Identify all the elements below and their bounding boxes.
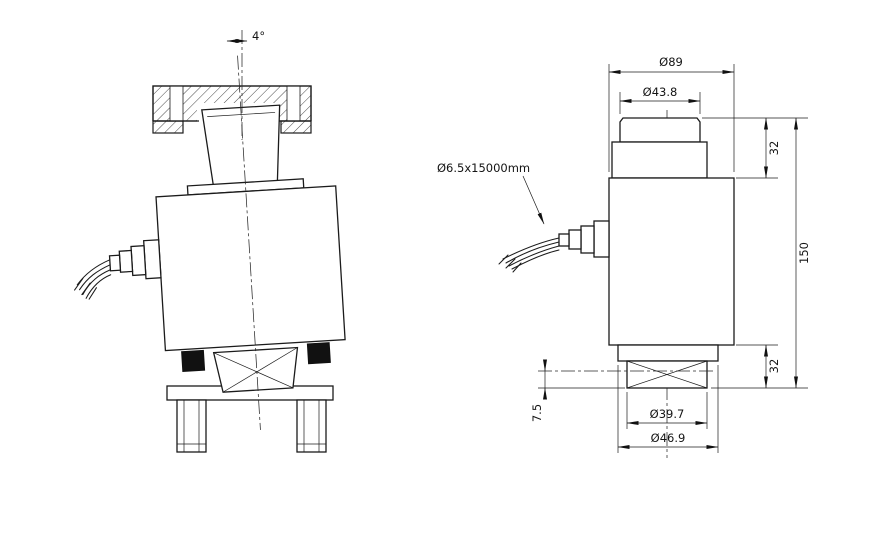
dim-foot-outer-diameter: Ø46.9 bbox=[617, 365, 719, 453]
dia-outer-label: Ø46.9 bbox=[651, 431, 686, 445]
angle-dimension: 4° bbox=[226, 29, 265, 43]
dia-overall-label: Ø89 bbox=[659, 55, 683, 69]
dia-inner-label: Ø39.7 bbox=[650, 407, 685, 421]
dia-cap-label: Ø43.8 bbox=[643, 85, 678, 99]
cable bbox=[74, 259, 112, 300]
dim-button-diameter: Ø43.8 bbox=[619, 85, 701, 114]
load-button bbox=[201, 104, 281, 188]
dim-foot-offset: 7.5 bbox=[530, 359, 714, 422]
rocker-foot bbox=[626, 360, 708, 389]
dim-heights: 32 150 32 bbox=[702, 117, 811, 389]
bolt-slot-left bbox=[169, 85, 184, 122]
bolt-slot-right bbox=[286, 85, 301, 122]
foot-offset-label: 7.5 bbox=[530, 404, 544, 422]
rocker-bearing bbox=[212, 346, 299, 393]
angle-dimension-label: 4° bbox=[252, 29, 265, 43]
cable-spec-annotation: Ø6.5x15000mm bbox=[437, 161, 545, 225]
cable-gland-right bbox=[558, 220, 610, 258]
plate-tab-left bbox=[152, 120, 184, 134]
main-body bbox=[608, 177, 735, 346]
upper-height-label: 32 bbox=[767, 141, 781, 156]
upper-housing bbox=[611, 141, 708, 179]
load-button-top bbox=[619, 117, 701, 143]
lower-height-label: 32 bbox=[767, 359, 781, 374]
dim-overall-diameter: Ø89 bbox=[608, 55, 735, 172]
total-height-label: 150 bbox=[797, 242, 811, 264]
support-leg-left bbox=[176, 399, 207, 453]
cable-gland bbox=[108, 239, 162, 280]
tilted-centerline bbox=[237, 55, 261, 430]
bottom-support bbox=[166, 385, 334, 453]
lower-neck bbox=[617, 344, 719, 362]
right-view-part: Ø6.5x15000mm Ø89 Ø43.8 32 150 bbox=[437, 55, 811, 458]
dim-foot-inner-diameter: Ø39.7 bbox=[626, 392, 708, 429]
cup-wall-left bbox=[181, 349, 206, 372]
support-leg-right bbox=[296, 399, 327, 453]
cable-right bbox=[498, 237, 560, 273]
plate-tab-right bbox=[280, 120, 312, 134]
cable-spec-label: Ø6.5x15000mm bbox=[437, 161, 530, 175]
left-view-assembly: 4° bbox=[74, 29, 346, 453]
cup-wall-right bbox=[306, 342, 331, 365]
load-cell-tilted-group bbox=[74, 55, 346, 430]
